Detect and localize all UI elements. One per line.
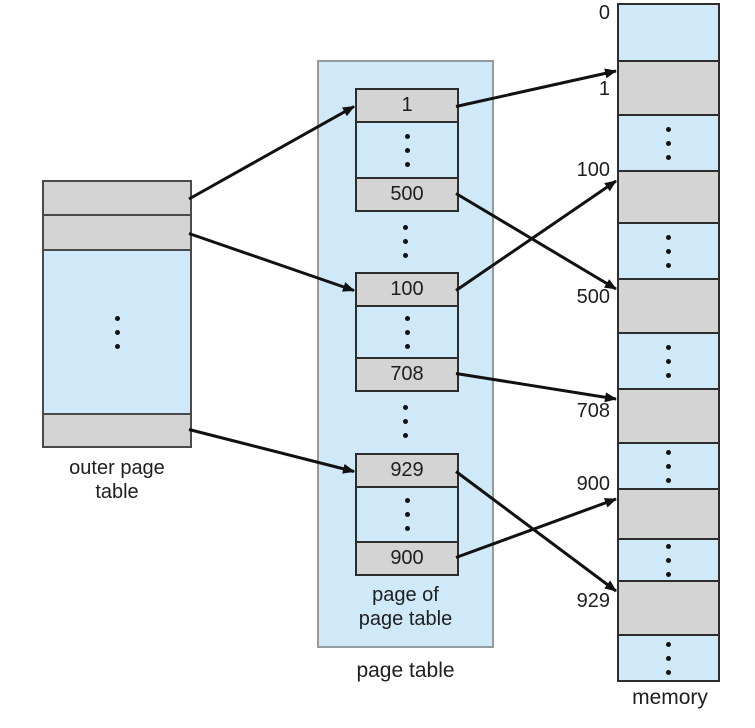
memory-frame xyxy=(619,390,718,444)
ellipsis-dots-icon xyxy=(666,234,671,268)
memory-frame xyxy=(619,280,718,334)
memory-frame xyxy=(619,444,718,490)
page-table-entry: 900 xyxy=(357,541,457,574)
ellipsis-region xyxy=(319,398,492,444)
outer-page-table xyxy=(42,180,192,448)
ellipsis-dots-icon xyxy=(666,543,671,577)
ellipsis-region xyxy=(357,123,457,177)
memory-column xyxy=(617,3,720,682)
page-table-entry: 1 xyxy=(357,90,457,123)
ellipsis-dots-icon xyxy=(404,498,410,531)
ellipsis-region xyxy=(357,488,457,541)
memory-frame xyxy=(619,334,718,390)
page-table-panel: 1 500 100 708 929 900 page of pag xyxy=(317,60,494,648)
page-table-entry: 929 xyxy=(357,455,457,488)
outer-page-table-entry xyxy=(44,182,190,216)
memory-frame-number: 929 xyxy=(576,590,610,612)
memory-frame xyxy=(619,490,718,540)
memory-frame-number: 500 xyxy=(576,286,610,308)
outer-page-table-entry xyxy=(44,413,190,446)
memory-frame xyxy=(619,540,718,582)
memory-label: memory xyxy=(632,686,708,709)
page-of-page-table-block: 100 708 xyxy=(355,272,459,392)
memory-frame-number: 0 xyxy=(598,2,610,24)
memory-frame-number: 100 xyxy=(576,159,610,181)
memory-frame xyxy=(619,582,718,636)
ellipsis-dots-icon xyxy=(666,641,671,675)
ellipsis-dots-icon xyxy=(666,344,671,378)
page-table-entry: 500 xyxy=(357,177,457,210)
memory-frame xyxy=(619,62,718,116)
page-of-page-table-label: page of page table xyxy=(358,584,453,630)
outer-page-table-entry xyxy=(44,216,190,251)
page-of-page-table-block: 1 500 xyxy=(355,88,459,212)
ellipsis-dots-icon xyxy=(403,224,408,258)
memory-frame xyxy=(619,172,718,224)
ellipsis-dots-icon xyxy=(666,126,671,160)
ellipsis-region xyxy=(357,307,457,357)
ellipsis-region xyxy=(319,218,492,264)
memory-frame xyxy=(619,116,718,172)
memory-frame xyxy=(619,224,718,280)
ellipsis-dots-icon xyxy=(404,133,410,167)
memory-frame xyxy=(619,5,718,62)
memory-frame-number: 708 xyxy=(576,400,610,422)
outer-page-table-ellipsis-region xyxy=(44,251,190,413)
memory-frame xyxy=(619,636,718,680)
ellipsis-dots-icon xyxy=(403,404,408,438)
memory-frame-number: 1 xyxy=(598,78,610,100)
page-table-label: page table xyxy=(356,659,455,682)
outer-page-table-label: outer page table xyxy=(69,457,165,503)
page-table-entry: 100 xyxy=(357,274,457,307)
page-of-page-table-block: 929 900 xyxy=(355,453,459,576)
memory-frame-number: 900 xyxy=(576,473,610,495)
ellipsis-dots-icon xyxy=(666,449,671,483)
ellipsis-dots-icon xyxy=(404,315,410,349)
page-table-entry: 708 xyxy=(357,357,457,390)
ellipsis-dots-icon xyxy=(114,315,120,349)
